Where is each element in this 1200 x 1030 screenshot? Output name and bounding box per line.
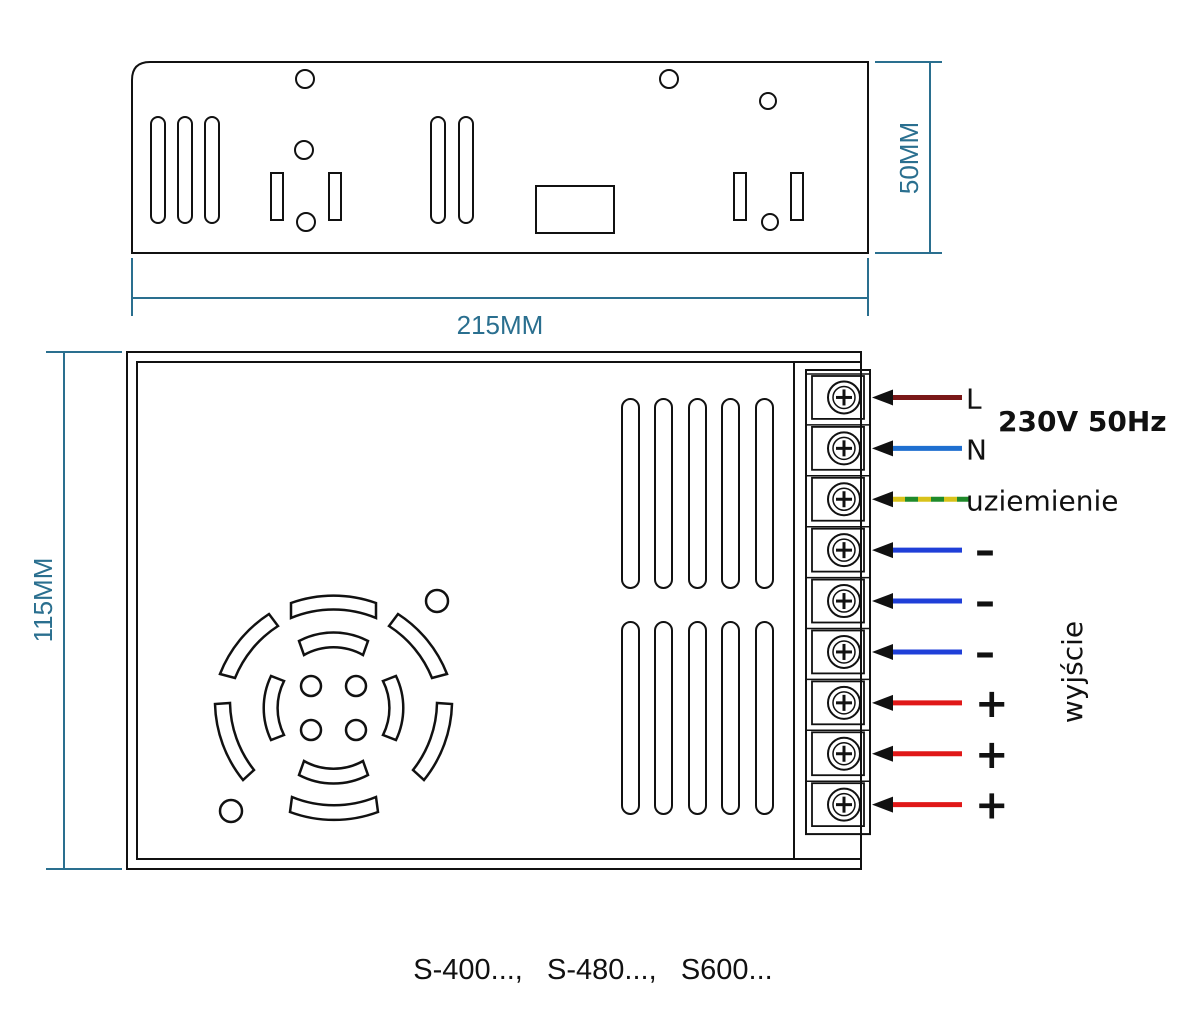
fan-inner-slot [297, 631, 370, 657]
side-vent-slot [430, 116, 446, 224]
top-vent-slot [721, 398, 740, 589]
fan-outer-slot [289, 594, 378, 620]
top-view-inner [136, 361, 795, 860]
fan-outer-slot [218, 612, 280, 680]
fan-outer-slot [411, 701, 454, 782]
side-screw-hole [296, 212, 316, 232]
side-screw-hole [761, 213, 779, 231]
side-mount-slot [270, 172, 284, 221]
terminal-cell [811, 782, 865, 828]
side-vent-slot [204, 116, 220, 224]
terminal-screw-inner [832, 589, 856, 613]
terminal-housing [805, 369, 871, 836]
side-view [131, 61, 869, 254]
terminal-label: uziemienie [966, 484, 1118, 517]
side-screw-hole [659, 69, 679, 89]
side-screw-hole [759, 92, 777, 110]
terminal-cell [811, 425, 865, 471]
dimension-depth-label: 115MM [28, 558, 58, 643]
terminal-cell [811, 629, 865, 675]
arrow-head [872, 542, 893, 559]
top-vent-slot [688, 621, 707, 815]
top-vent-slot [654, 621, 673, 815]
output-label: wyjście [1056, 621, 1089, 723]
arrow-head [872, 694, 893, 711]
fan-grille [213, 588, 454, 824]
model-list: S-400..., S-480..., S600... [413, 954, 772, 986]
side-screw-hole [294, 140, 314, 160]
side-window [535, 185, 615, 234]
side-mount-slot [790, 172, 804, 221]
dimension-height-label: 50MM [894, 122, 924, 194]
terminal-label: – [975, 528, 995, 574]
fan-inner-slot [262, 674, 286, 742]
terminal-label: N [966, 433, 987, 466]
arrow-head [872, 745, 893, 762]
top-vent-slot [688, 398, 707, 589]
top-vent-slot [621, 398, 640, 589]
fan-outer-slot [387, 612, 449, 680]
terminal-label: – [975, 630, 995, 676]
terminal-label: – [975, 579, 995, 625]
fan-center-hole [344, 674, 368, 698]
fan-inner-slot [297, 759, 370, 785]
terminal-screw-inner [832, 436, 856, 461]
terminal-screw-inner [832, 385, 856, 410]
dimension-width-label: 215MM [457, 310, 544, 340]
terminal-label: + [975, 681, 1009, 727]
top-view-outer [126, 351, 862, 870]
top-vent-slot [621, 621, 640, 815]
fan-outer-slot [288, 795, 380, 822]
terminal-cell [811, 527, 865, 573]
top-vent-group-lower [621, 621, 774, 815]
fan-mount-hole [424, 588, 450, 614]
arrow-head [872, 796, 893, 813]
terminal-label: L [966, 382, 982, 415]
fan-center-hole [344, 718, 368, 742]
fan-center-hole [299, 718, 323, 742]
side-view-outline [131, 61, 869, 254]
top-vent-group-upper [621, 398, 774, 589]
terminal-cell [811, 476, 865, 522]
terminal-label: + [975, 732, 1009, 778]
top-vent-slot [654, 398, 673, 589]
arrow-head [872, 440, 893, 457]
fan-inner-slot [381, 674, 405, 742]
arrow-head [872, 593, 893, 610]
top-vent-slot [755, 621, 774, 815]
fan-mount-hole [218, 798, 244, 824]
side-mount-slot [733, 172, 747, 221]
terminal-screw-inner [832, 742, 856, 766]
side-mount-slot [328, 172, 342, 221]
fan-outer-slot [213, 701, 256, 782]
dimension-width [131, 258, 869, 316]
side-screw-hole [295, 69, 315, 89]
dimension-depth [46, 351, 122, 870]
terminal-screw-inner [832, 487, 856, 511]
side-vent-slot [458, 116, 474, 224]
top-vent-slot [755, 398, 774, 589]
arrow-head [872, 389, 893, 406]
side-vent-slot [177, 116, 193, 224]
terminal-cell [811, 578, 865, 624]
terminal-screw-inner [832, 640, 856, 664]
dimension-height [875, 61, 942, 254]
terminal-cell [811, 731, 865, 777]
top-view [126, 351, 862, 870]
arrow-head [872, 491, 893, 508]
terminal-screw-inner [832, 691, 856, 715]
terminal-label: + [975, 783, 1009, 829]
arrow-head [872, 643, 893, 660]
fan-center-hole [299, 674, 323, 698]
terminal-cell [811, 375, 865, 420]
input-spec-label: 230V 50Hz [998, 405, 1167, 438]
terminal-cell [811, 680, 865, 726]
top-vent-slot [721, 621, 740, 815]
terminal-screw-inner [832, 538, 856, 562]
terminal-screw-inner [832, 792, 856, 817]
side-vent-slot [150, 116, 166, 224]
